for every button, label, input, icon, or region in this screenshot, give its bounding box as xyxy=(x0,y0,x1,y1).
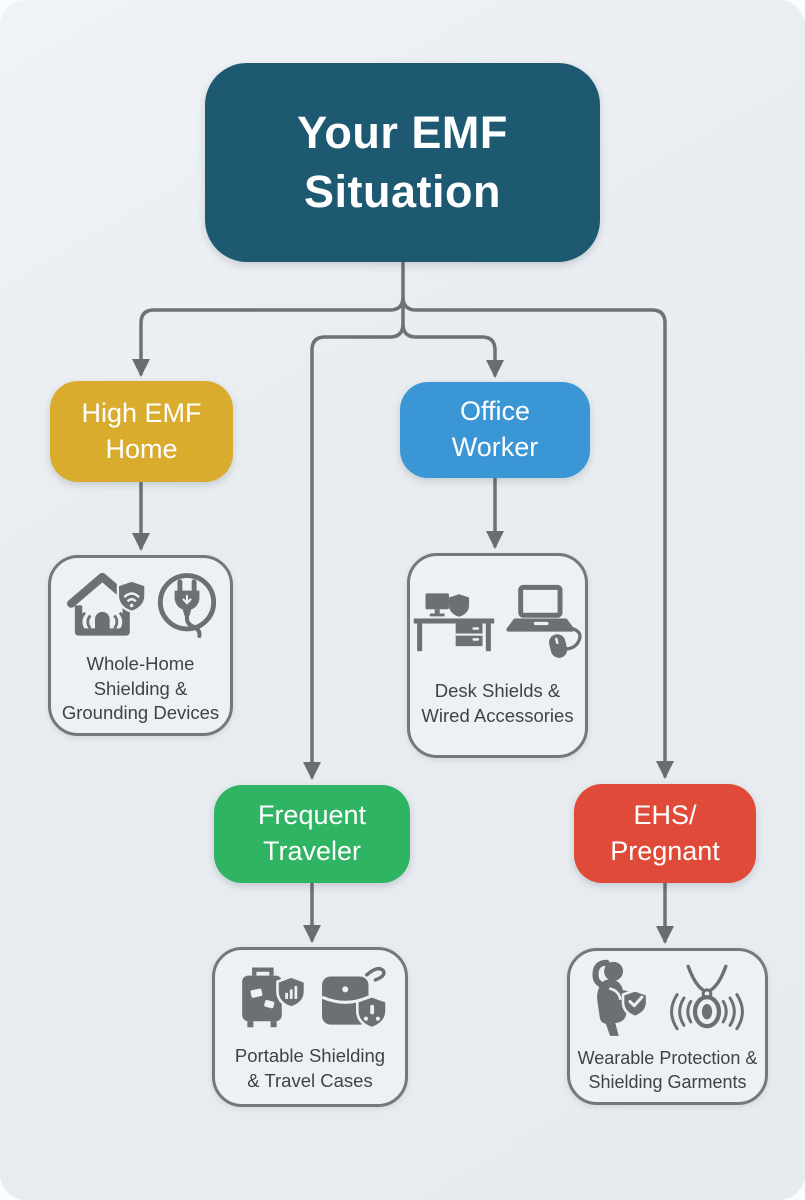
node-label-line: Home xyxy=(105,433,178,464)
leaf-caption: Portable Shielding & Travel Cases xyxy=(235,1044,385,1093)
shielded-home-icon xyxy=(67,572,147,636)
leaf-icons xyxy=(412,583,583,659)
node-label-line: Worker xyxy=(451,432,539,462)
leaf-icons xyxy=(228,961,393,1035)
node-title-line: Your EMF xyxy=(297,107,508,158)
node-ehs-pregnant: EHS/ Pregnant xyxy=(574,784,756,883)
leaf-desk-shields: Desk Shields & Wired Accessories xyxy=(407,553,588,758)
node-your-emf-situation: Your EMF Situation xyxy=(205,63,600,262)
shielded-pendant-icon xyxy=(670,964,744,1031)
leaf-icons xyxy=(580,958,755,1038)
node-frequent-traveler: Frequent Traveler xyxy=(214,785,410,883)
node-label-line: Frequent xyxy=(257,800,367,831)
caption-line: Wearable Protection & xyxy=(577,1048,758,1069)
caption-line: Grounding Devices xyxy=(61,702,220,724)
pregnant-protection-icon xyxy=(592,959,649,1037)
node-label-line: High EMF xyxy=(81,397,202,428)
leaf-whole-home-shielding: Whole-Home Shielding & Grounding Devices xyxy=(48,555,233,736)
caption-line: Wired Accessories xyxy=(421,704,574,726)
leaf-wearable-protection: Wearable Protection & Shielding Garments xyxy=(567,948,768,1105)
caption-line: Whole-Home xyxy=(86,653,195,675)
node-label-line: Office xyxy=(459,396,531,427)
node-label-line: Pregnant xyxy=(610,835,720,866)
laptop-wired-mouse-icon xyxy=(506,585,582,658)
leaf-caption: Wearable Protection & Shielding Garments xyxy=(578,1047,758,1095)
caption-line: Shielding Garments xyxy=(588,1072,747,1092)
edge-root-to-frequent-traveler xyxy=(303,301,405,780)
travel-pouch-shield-icon xyxy=(320,967,388,1030)
leaf-caption: Whole-Home Shielding & Grounding Devices xyxy=(62,652,219,725)
shielded-luggage-icon xyxy=(241,967,306,1028)
caption-line: Desk Shields & xyxy=(434,680,561,702)
desk-shield-icon xyxy=(413,593,495,652)
caption-line: & Travel Cases xyxy=(247,1069,373,1091)
grounding-plug-icon xyxy=(157,573,217,639)
node-title-line: Situation xyxy=(304,165,501,217)
node-label-line: EHS/ xyxy=(633,799,697,830)
leaf-portable-shielding: Portable Shielding & Travel Cases xyxy=(212,947,408,1107)
edge-root-to-office-worker xyxy=(401,322,504,378)
caption-line: Portable Shielding xyxy=(234,1045,386,1067)
node-high-emf-home: High EMF Home xyxy=(50,381,233,482)
edge-root-to-high-emf-home xyxy=(132,260,405,377)
leaf-caption: Desk Shields & Wired Accessories xyxy=(421,679,573,728)
leaf-icons xyxy=(62,565,219,643)
node-office-worker: Office Worker xyxy=(400,382,590,478)
node-label-line: Traveler xyxy=(262,836,362,866)
caption-line: Shielding & xyxy=(93,677,188,699)
